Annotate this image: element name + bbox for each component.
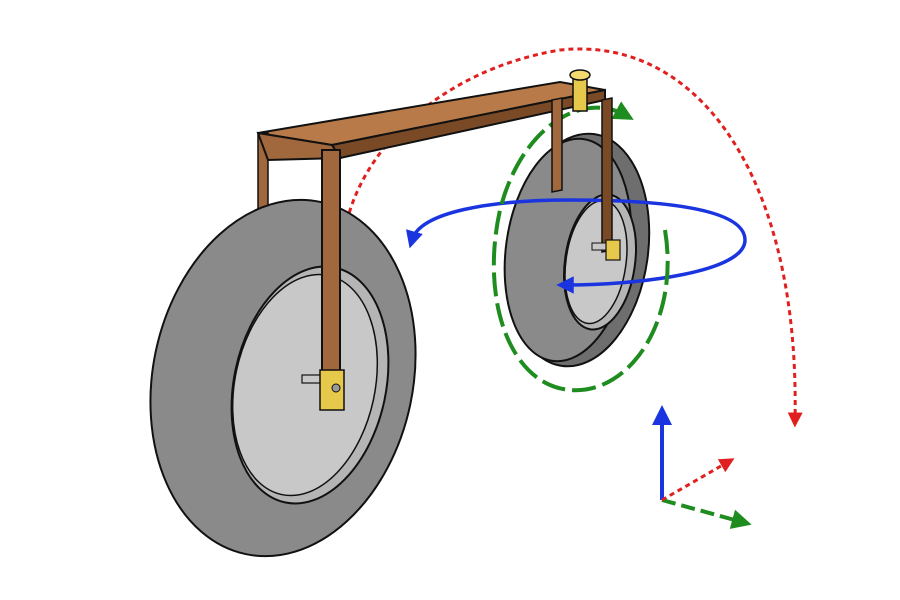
front-wheel (149, 198, 417, 558)
axle-clamp-front (301, 369, 345, 411)
front-post (321, 149, 341, 381)
axes-triad (652, 405, 752, 529)
swivel-bearing (569, 69, 591, 112)
precession-loop-arrow (406, 198, 747, 294)
y-axis-arrow (661, 498, 752, 529)
axle-clamp-rear (591, 239, 621, 261)
x-axis-arrow (661, 458, 735, 502)
spin-ring-arrow (491, 101, 670, 393)
tilt-arc-arrow (343, 47, 803, 428)
